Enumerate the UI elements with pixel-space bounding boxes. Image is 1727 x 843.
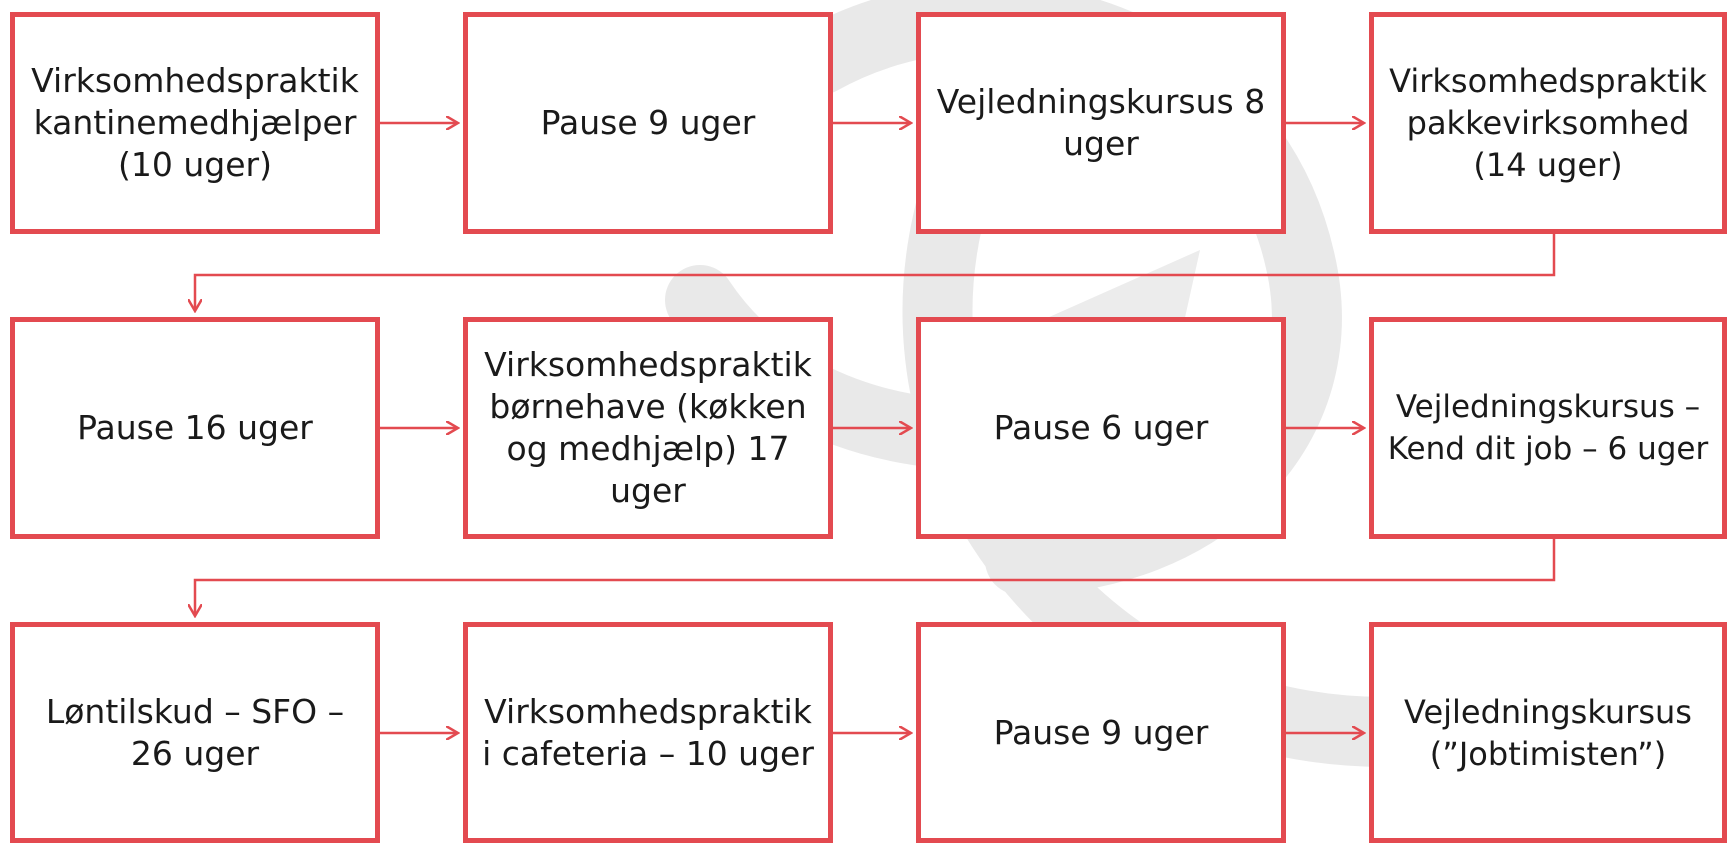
step-box-9: Løntilskud – SFO – 26 uger [10,622,380,843]
step-label: Pause 6 uger [993,408,1209,447]
step-box-6: Virksomhedspraktik børnehave (køkken og … [463,317,833,539]
step-box-3: Vejledningskursus 8 uger [916,12,1286,234]
step-box-4: Virksomhedspraktik pakkevirksomhed (14 u… [1369,12,1727,234]
step-label: Vejledningskursus – Kend dit job – 6 uge… [1387,389,1709,467]
step-box-5: Pause 16 uger [10,317,380,539]
step-label: Virksomhedspraktik i cafeteria – 10 uger [482,691,814,773]
step-label: Pause 16 uger [77,408,313,447]
step-label: Vejledningskursus (”Jobtimisten”) [1404,692,1692,773]
step-label: Løntilskud – SFO – 26 uger [45,691,345,773]
step-box-1: Virksomhedspraktik kantinemedhjælper (10… [10,12,380,234]
step-box-7: Pause 6 uger [916,317,1286,539]
step-box-8: Vejledningskursus – Kend dit job – 6 uge… [1369,317,1727,539]
arrow-8-9 [195,539,1556,616]
step-box-10: Virksomhedspraktik i cafeteria – 10 uger [463,622,833,843]
step-label: Pause 9 uger [993,712,1209,752]
step-label: Virksomhedspraktik pakkevirksomhed (14 u… [1389,62,1707,184]
step-box-11: Pause 9 uger [916,622,1286,843]
step-box-2: Pause 9 uger [463,12,833,234]
step-label: Virksomhedspraktik børnehave (køkken og … [484,345,812,510]
step-box-12: Vejledningskursus (”Jobtimisten”) [1369,622,1727,843]
step-label: Pause 9 uger [540,103,756,142]
step-label: Vejledningskursus 8 uger [936,82,1266,163]
arrow-4-5 [195,234,1556,311]
step-label: Virksomhedspraktik kantinemedhjælper (10… [31,61,359,184]
